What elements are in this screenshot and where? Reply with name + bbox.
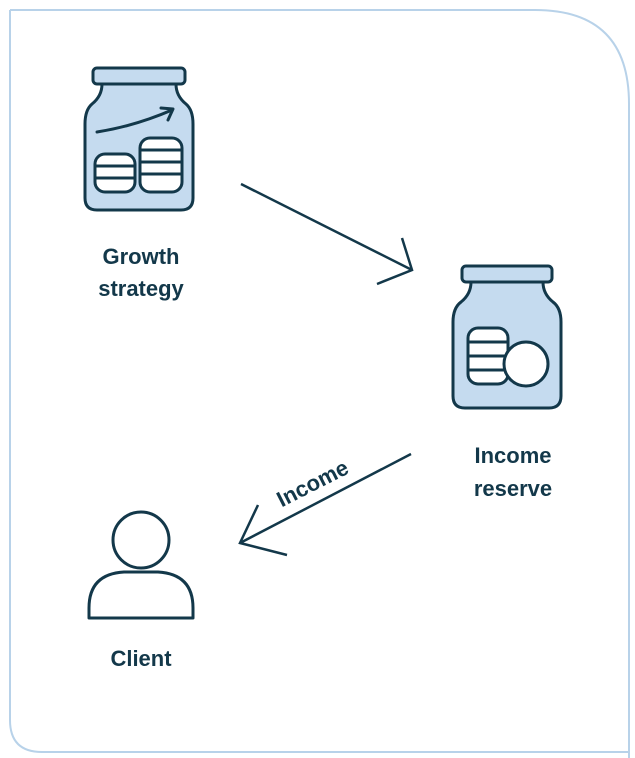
growth-strategy-jar-icon bbox=[83, 66, 195, 212]
frame-border bbox=[9, 9, 630, 758]
arrow-reserve-to-client bbox=[238, 452, 412, 557]
income-reserve-jar-icon bbox=[451, 264, 563, 410]
client-label: Client bbox=[110, 646, 172, 671]
growth-strategy-label-line2: strategy bbox=[98, 276, 184, 301]
income-edge-label: Income bbox=[273, 455, 353, 512]
arrow-growth-to-reserve bbox=[240, 182, 414, 286]
growth-strategy-label-line1: Growth bbox=[103, 244, 180, 269]
income-reserve-label-line2: reserve bbox=[474, 476, 552, 501]
person-icon bbox=[87, 510, 195, 620]
income-reserve-label-line1: Income bbox=[474, 443, 551, 468]
